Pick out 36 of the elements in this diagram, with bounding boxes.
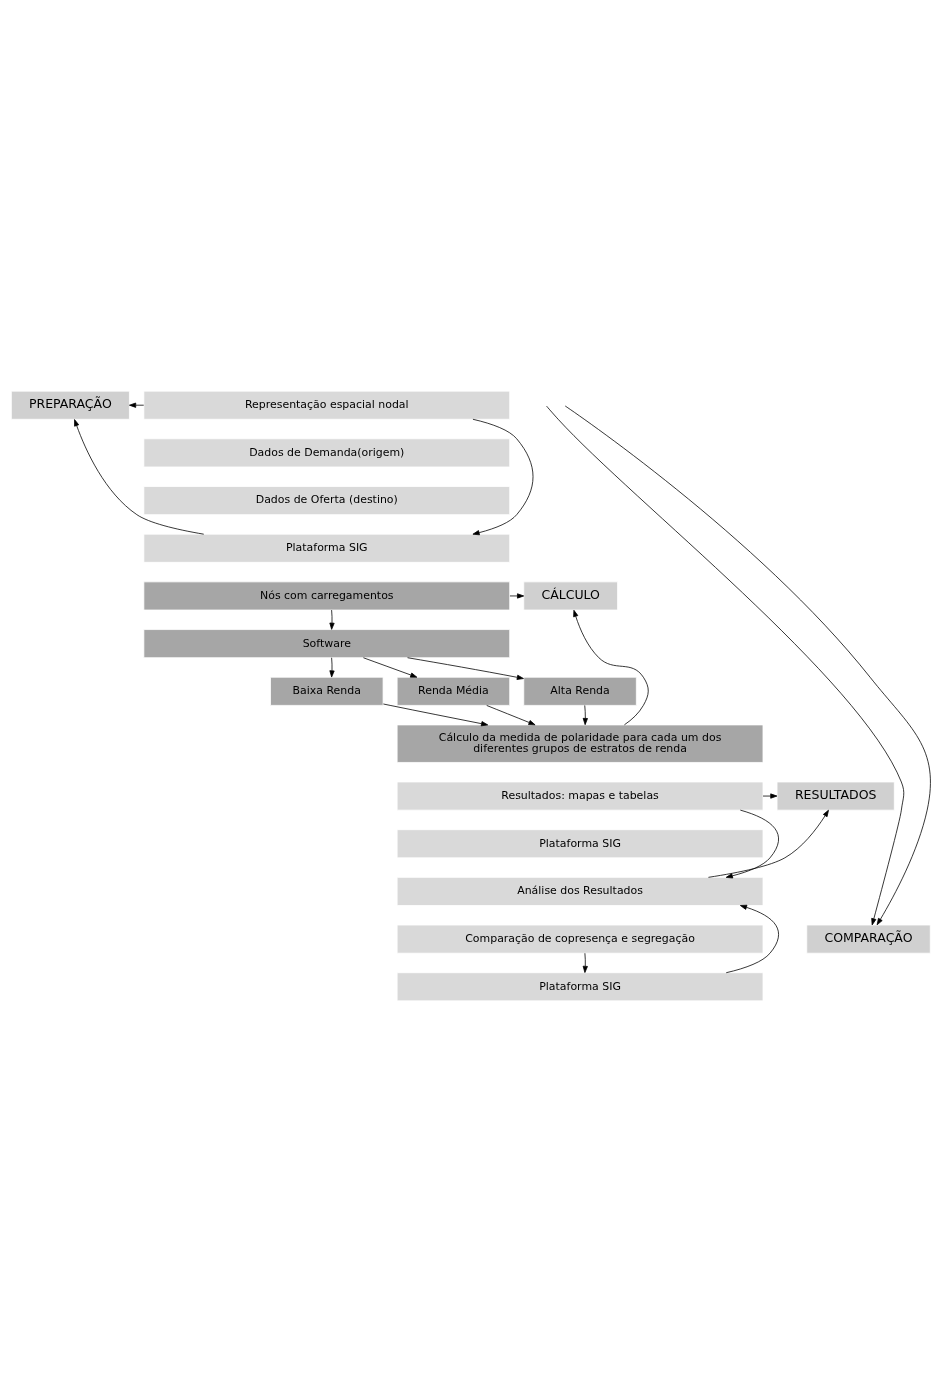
arrow	[363, 657, 418, 678]
node-box: Plataforma SIG	[143, 533, 511, 563]
node-box: Renda Média	[396, 676, 511, 706]
node-box: Cálculo da medida de polaridade para cada um dos diferentes grupos de estratos de renda	[396, 724, 764, 763]
arrow	[129, 402, 145, 408]
node-box: Dados de Demanda(origem)	[143, 438, 511, 468]
arrow	[708, 809, 829, 878]
arrow	[74, 419, 205, 535]
arrow	[582, 952, 588, 973]
arrow	[762, 793, 778, 799]
arrow	[407, 657, 524, 680]
node-box: PREPARAÇÃO	[10, 390, 130, 420]
arrow	[486, 705, 536, 726]
node-box: COMPARAÇÃO	[806, 924, 931, 954]
node-box: CÁLCULO	[523, 581, 618, 611]
node-box: Plataforma SIG	[396, 829, 764, 859]
node-box: Comparação de copresença e segregação	[396, 924, 764, 954]
arrow	[582, 705, 588, 726]
arrow	[573, 609, 649, 726]
node-box: Análise dos Resultados	[396, 876, 764, 906]
node-box: Plataforma SIG	[396, 972, 764, 1002]
arrow	[329, 609, 335, 630]
node-box: Nós com carregamentos	[143, 581, 511, 611]
arrow	[725, 904, 779, 974]
node-box: RESULTADOS	[776, 781, 895, 811]
arrow	[329, 657, 335, 678]
node-box: Representação espacial nodal	[143, 390, 511, 420]
node-box: Resultados: mapas e tabelas	[396, 781, 764, 811]
arrow	[472, 418, 534, 536]
arrow	[509, 593, 525, 599]
node-box: Dados de Oferta (destino)	[143, 486, 511, 516]
node-box: Baixa Renda	[270, 676, 384, 706]
arrow	[725, 809, 779, 879]
node-box: Alta Renda	[523, 676, 637, 706]
arrow	[383, 703, 489, 727]
node-box: Software	[143, 629, 511, 659]
